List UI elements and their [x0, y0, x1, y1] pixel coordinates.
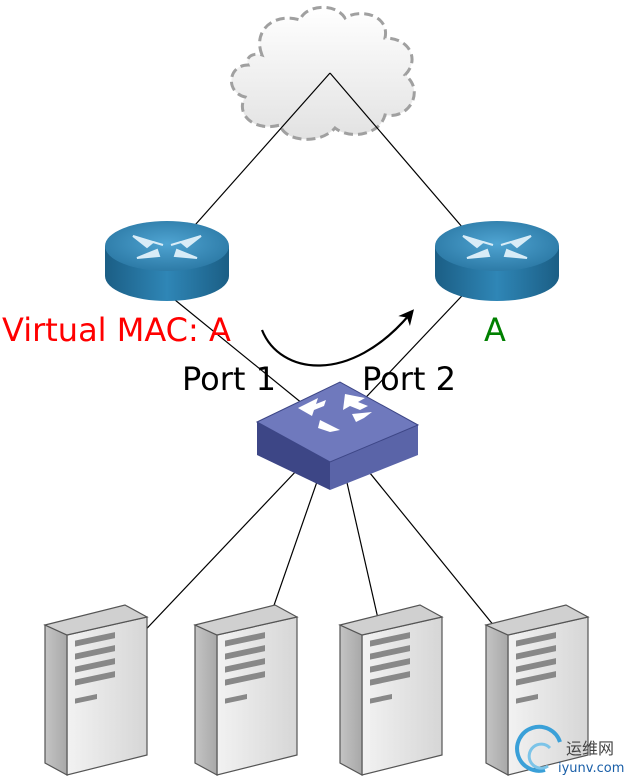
server-3-icon — [338, 604, 444, 777]
port1-label: Port 1 — [182, 360, 276, 398]
server-1-icon — [43, 604, 149, 777]
failover-arrow — [260, 309, 414, 367]
router-right-icon — [435, 221, 559, 301]
port2-label: Port 2 — [362, 360, 456, 398]
virtual-mac-label: Virtual MAC: A — [2, 311, 231, 349]
router-left-icon — [105, 221, 229, 301]
watermark-url: iyunv.com — [558, 761, 624, 776]
switch-icon — [255, 381, 420, 490]
cloud-icon — [229, 5, 416, 141]
watermark-logo-icon — [515, 724, 562, 773]
server-2-icon — [193, 604, 299, 777]
watermark-chinese: 运维网 — [566, 739, 614, 758]
server-4-icon — [484, 604, 590, 777]
watermark: 运维网 iyunv.com — [515, 724, 624, 776]
connection-lines — [97, 72, 539, 681]
router-right-label: A — [484, 311, 506, 349]
